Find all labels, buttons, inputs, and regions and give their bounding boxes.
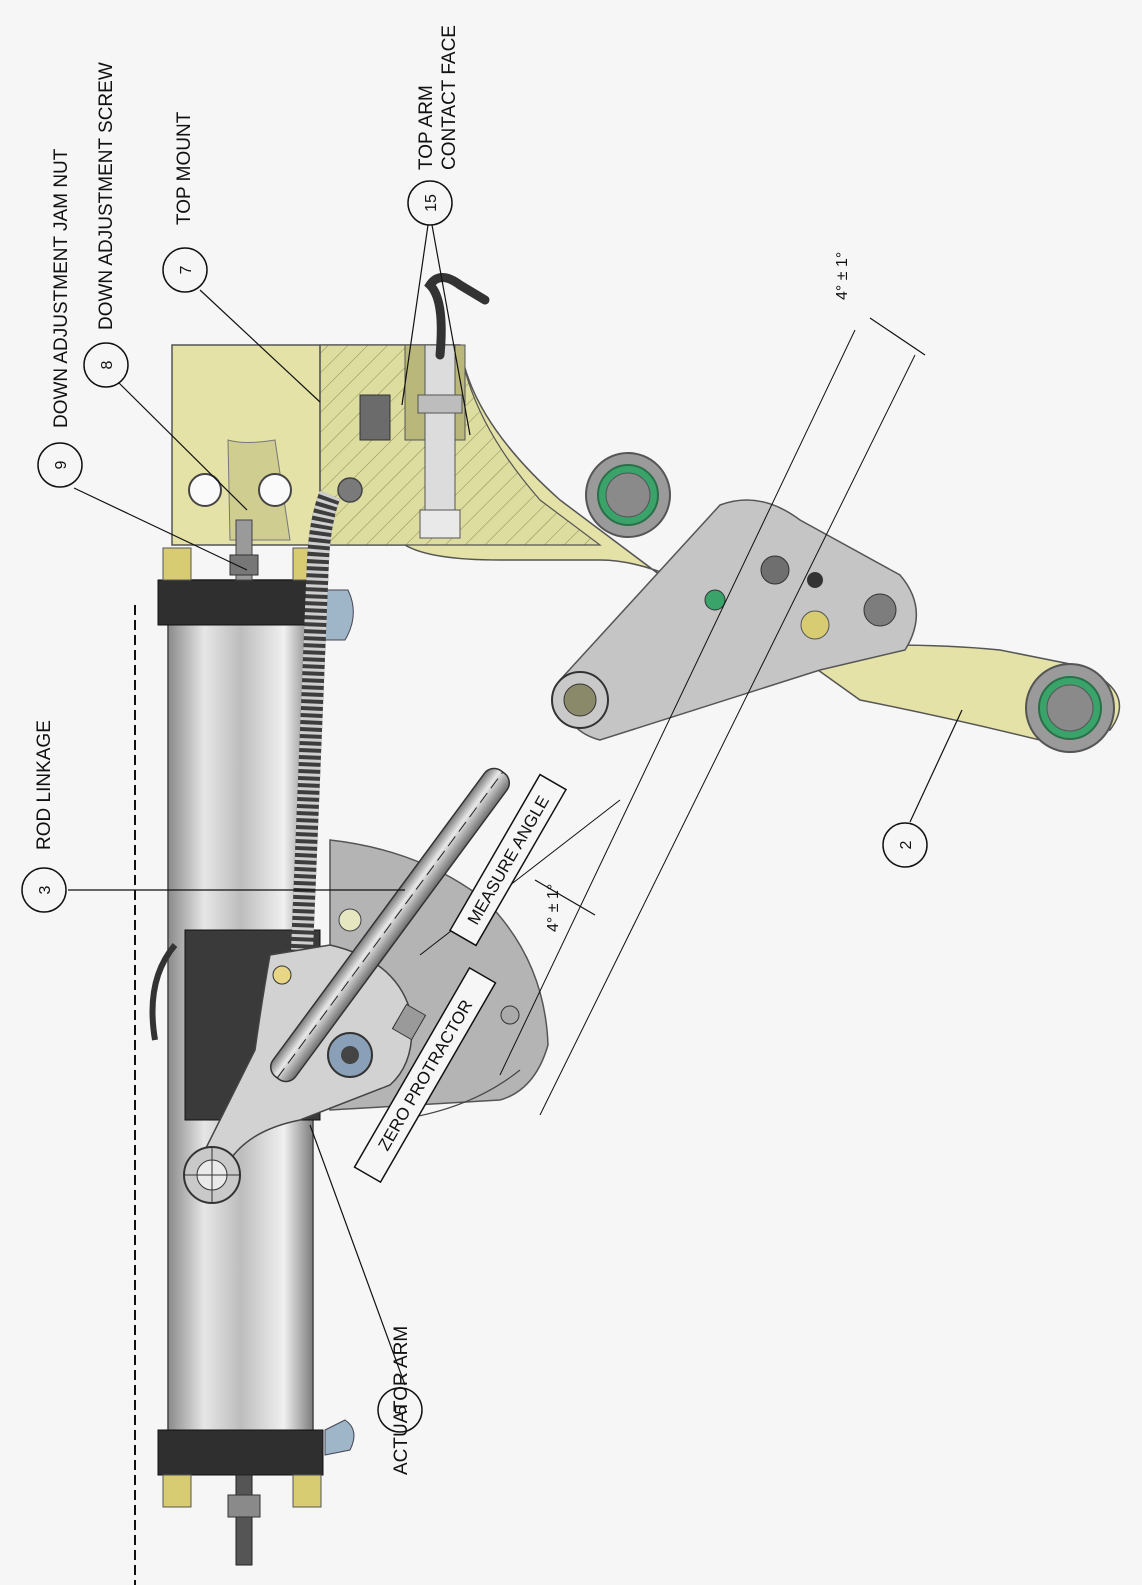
linkage-plate bbox=[559, 499, 917, 741]
callout-15: 15 bbox=[407, 180, 453, 226]
contact-wire bbox=[424, 273, 490, 360]
dim-line-upper bbox=[869, 317, 926, 356]
callout-7: 7 bbox=[162, 247, 208, 293]
callout-5: 5 bbox=[377, 1387, 423, 1433]
label-jam-nut: DOWN ADJUSTMENT JAM NUT bbox=[51, 148, 72, 428]
label-top-mount: TOP MOUNT bbox=[174, 111, 195, 225]
top-mount-bracket bbox=[171, 344, 1121, 746]
leader-7 bbox=[199, 289, 321, 403]
svg-text:3: 3 bbox=[37, 885, 54, 894]
leader-15b bbox=[431, 224, 471, 436]
pivot-bolt-lower bbox=[1025, 663, 1115, 753]
label-actuator-arm: ACTUATOR ARM bbox=[391, 1326, 412, 1475]
callout-3: 3 bbox=[21, 867, 67, 913]
svg-text:2: 2 bbox=[898, 840, 915, 849]
angle-line-1 bbox=[499, 329, 856, 1076]
svg-text:5: 5 bbox=[393, 1405, 410, 1414]
leader-5 bbox=[309, 1124, 406, 1386]
callout-9: 9 bbox=[37, 442, 83, 488]
leader-2 bbox=[909, 709, 963, 823]
angle-line-2 bbox=[539, 354, 916, 1116]
callout-2: 2 bbox=[882, 822, 928, 868]
leader-9 bbox=[73, 487, 248, 571]
label-top-arm: TOP ARM bbox=[416, 85, 437, 170]
rod-linkage bbox=[183, 671, 609, 1204]
svg-text:8: 8 bbox=[99, 360, 116, 369]
leader-8 bbox=[117, 381, 248, 511]
angle-dimension-lower: 4° ± 1° bbox=[545, 884, 562, 932]
callout-8: 8 bbox=[83, 342, 129, 388]
dim-line-lower bbox=[534, 879, 596, 916]
svg-text:9: 9 bbox=[53, 460, 70, 469]
leader-15a bbox=[401, 224, 429, 406]
svg-text:7: 7 bbox=[178, 265, 195, 274]
pivot-bolt-upper bbox=[585, 452, 671, 538]
svg-text:15: 15 bbox=[423, 194, 440, 212]
label-contact-face: CONTACT FACE bbox=[439, 25, 460, 170]
label-adjustment-screw: DOWN ADJUSTMENT SCREW bbox=[96, 62, 117, 330]
label-rod-linkage: ROD LINKAGE bbox=[34, 720, 55, 850]
angle-dimension-upper: 4° ± 1° bbox=[834, 252, 851, 300]
